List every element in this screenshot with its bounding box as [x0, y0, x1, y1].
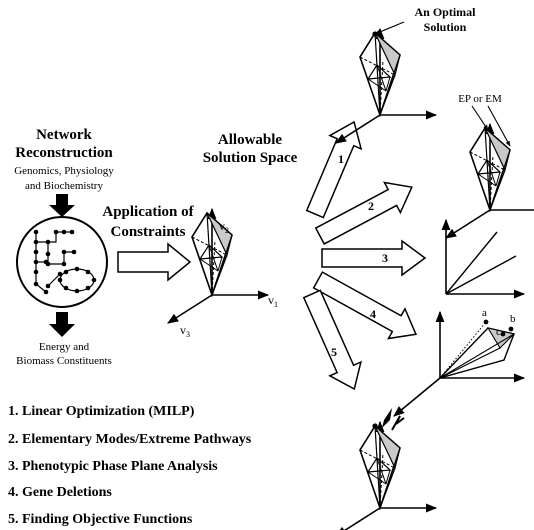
axis-v2-label: v2	[219, 219, 229, 235]
method-item-3: 3. Phenotypic Phase Plane Analysis	[8, 459, 218, 474]
optimal-solution-panel: An Optimal Solution	[336, 5, 476, 143]
arrow-3	[321, 239, 427, 277]
point-b	[508, 326, 514, 332]
gene-deletions-panel: a b c	[393, 307, 526, 417]
extreme-pathways-panel: EP or EM	[446, 93, 534, 238]
arrow-1	[305, 120, 363, 219]
optimal-label-line1: An Optimal	[414, 5, 476, 19]
objective-functions-panel	[336, 408, 436, 530]
arrow-5-number: 5	[331, 345, 337, 359]
point-b-label: b	[510, 313, 516, 325]
arrow-3-number: 3	[382, 251, 388, 265]
network-nodes	[33, 229, 97, 295]
allowable-label-line2: Solution Space	[203, 150, 298, 166]
method-list: 1. Linear Optimization (MILP) 2. Element…	[8, 404, 252, 527]
network-title-line1: Network	[36, 127, 92, 143]
arrow-4-number: 4	[370, 307, 376, 321]
constraints-hollow-arrow	[117, 242, 192, 282]
point-c-label: c	[496, 326, 501, 338]
arrow-4	[312, 271, 418, 340]
method-item-2: 2. Elementary Modes/Extreme Pathways	[8, 432, 252, 447]
down-arrow-out-of-network	[49, 312, 75, 337]
metabolic-network-circle	[16, 216, 108, 308]
network-subtitle-line1: Genomics, Physiology	[14, 165, 114, 177]
optimal-label-line2: Solution	[424, 20, 467, 34]
application-label-line1: Application of	[102, 204, 194, 220]
point-c	[500, 331, 506, 337]
point-a-label: a	[482, 307, 487, 319]
objective-point	[372, 423, 378, 429]
network-reconstruction-block: Network Reconstruction Genomics, Physiol…	[14, 127, 114, 367]
down-arrow-into-network	[49, 194, 75, 217]
outcome-arrows: 1 2 3 4 5	[302, 120, 427, 391]
application-of-constraints: Application of Constraints	[102, 204, 195, 282]
method-item-4: 4. Gene Deletions	[8, 485, 112, 500]
axis-v3-label: v3	[180, 323, 190, 339]
method-item-1: 1. Linear Optimization (MILP)	[8, 404, 195, 419]
arrow-5	[302, 289, 362, 391]
lightning-arrows	[382, 408, 405, 431]
point-a	[483, 319, 489, 325]
optimal-point	[372, 31, 378, 37]
energy-label-line2: Biomass Constituents	[16, 355, 112, 367]
energy-label-line1: Energy and	[39, 341, 90, 353]
network-title-line2: Reconstruction	[15, 145, 113, 161]
arrow-1-number: 1	[338, 152, 344, 166]
arrow-2	[314, 181, 413, 245]
phase-plane-panel	[441, 218, 526, 299]
ep-em-label: EP or EM	[458, 93, 502, 105]
allowable-solution-space: Allowable Solution Space v2 v1 v3	[168, 132, 298, 339]
application-label-line2: Constraints	[110, 224, 185, 240]
arrow-2-number: 2	[368, 199, 374, 213]
allowable-label-line1: Allowable	[218, 132, 283, 148]
method-item-5: 5. Finding Objective Functions	[8, 512, 193, 527]
network-subtitle-line2: and Biochemistry	[25, 180, 103, 192]
axis-v1-label: v1	[268, 293, 278, 309]
